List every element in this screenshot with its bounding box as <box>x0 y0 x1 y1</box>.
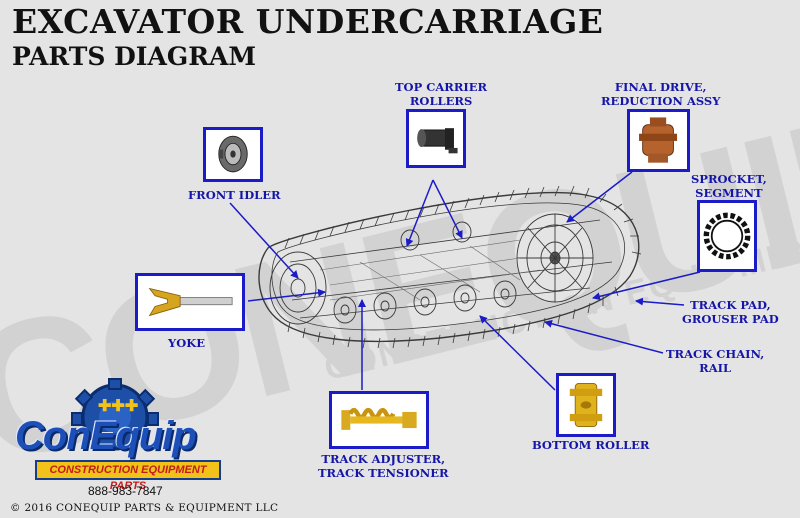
front-idler-thumbnail[interactable] <box>203 127 263 182</box>
label-track-adjuster: TRACK ADJUSTER,TRACK TENSIONER <box>318 452 449 480</box>
diagram-subtitle: PARTS DIAGRAM <box>12 42 257 71</box>
label-final-drive: FINAL DRIVE,REDUCTION ASSY <box>601 80 721 108</box>
label-sprocket: SPROCKET,SEGMENT <box>691 172 767 200</box>
copyright-notice: © 2016 CONEQUIP PARTS & EQUIPMENT LLC <box>10 502 279 514</box>
top-carrier-thumbnail[interactable] <box>406 109 466 168</box>
gear-logo-icon: ✚✚✚ <box>71 378 159 451</box>
label-track-chain: TRACK CHAIN,RAIL <box>666 347 765 375</box>
track-frame <box>258 185 642 349</box>
bottom-rollers <box>333 280 517 324</box>
idler-icon <box>218 135 248 173</box>
label-front-idler: FRONT IDLER <box>188 188 281 202</box>
final-drive-icon <box>639 117 678 163</box>
label-track-pad: TRACK PAD,GROUSER PAD <box>682 298 779 326</box>
logo-wordmark: ConEquip <box>15 414 197 458</box>
logo-tagline: CONSTRUCTION EQUIPMENT PARTS <box>35 460 221 492</box>
phone-number: 888-983-7847 <box>88 484 163 498</box>
label-bottom-roller: BOTTOM ROLLER <box>532 438 650 452</box>
carrier-rollers <box>400 221 472 251</box>
track-adjuster-icon <box>341 407 417 430</box>
bottom-roller-thumbnail[interactable] <box>556 373 616 437</box>
yoke-thumbnail[interactable] <box>135 273 245 331</box>
sprocket-icon <box>703 212 751 260</box>
sprocket-wheel <box>516 213 594 303</box>
track-adjuster-thumbnail[interactable] <box>329 391 429 449</box>
label-yoke: YOKE <box>168 336 205 350</box>
sprocket-thumbnail[interactable] <box>697 200 757 272</box>
yoke-icon <box>148 287 233 317</box>
carrier-roller-icon <box>417 128 458 154</box>
idler-wheel <box>269 251 327 325</box>
bottom-roller-icon <box>569 382 603 428</box>
svg-text:✚✚✚: ✚✚✚ <box>98 398 138 415</box>
diagram-title: EXCAVATOR UNDERCARRIAGE <box>12 2 604 41</box>
leader-arrows <box>229 171 701 391</box>
final-drive-thumbnail[interactable] <box>627 109 690 172</box>
